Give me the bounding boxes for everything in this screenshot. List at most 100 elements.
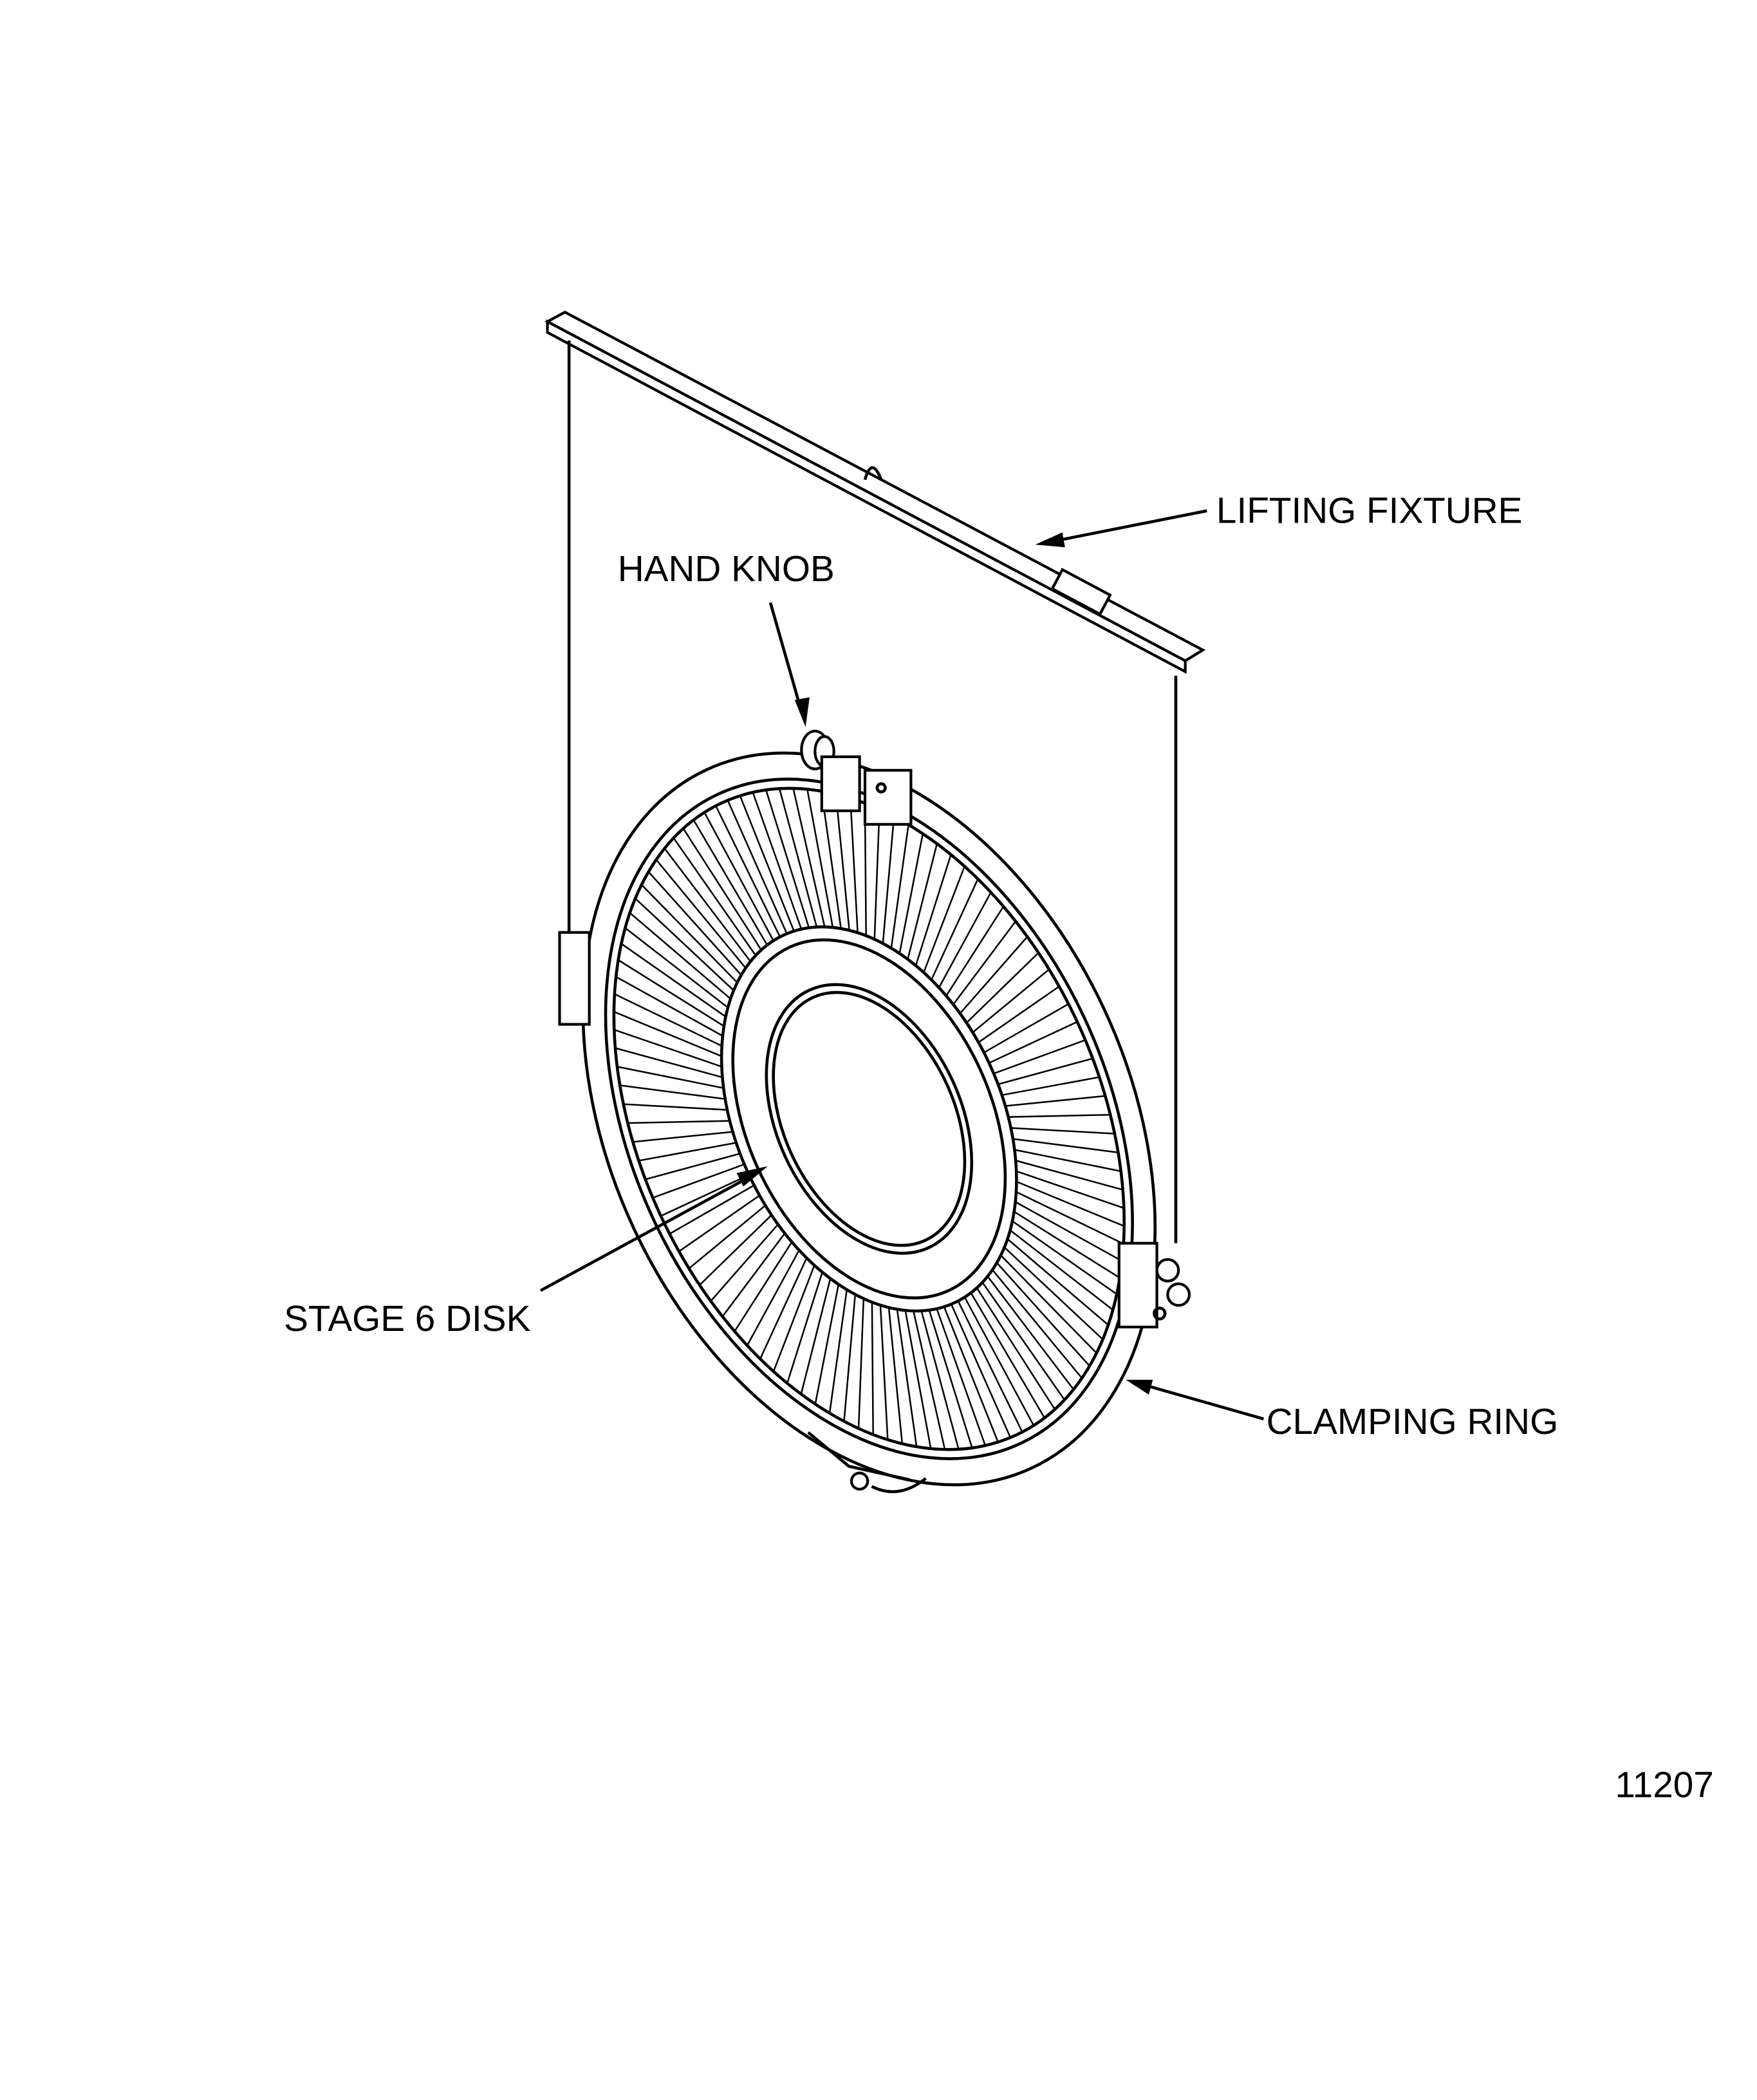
blade-line (615, 1047, 723, 1079)
blade-line (981, 1281, 1066, 1400)
blade-line (699, 1214, 772, 1286)
blade-line (814, 1284, 840, 1404)
leader-lines (539, 509, 1265, 1420)
bottom-clamp (807, 1431, 927, 1494)
blade-line (739, 795, 795, 932)
blade-line (963, 1296, 1035, 1426)
blade-line (1014, 1211, 1120, 1279)
blade-line (907, 843, 938, 960)
blade-line (617, 959, 725, 1027)
blade-line (624, 927, 729, 1008)
blade-line (904, 1310, 932, 1449)
blade-line (1016, 1180, 1125, 1227)
blade-line (850, 798, 859, 933)
blade-line (613, 1028, 722, 1068)
blade-line (673, 837, 757, 956)
blade-line (888, 1307, 904, 1444)
blade-line (710, 1223, 779, 1302)
blade-line (1003, 1247, 1104, 1341)
blade-line (792, 788, 826, 927)
blade-line (623, 1103, 727, 1111)
blade-line (772, 1265, 815, 1372)
blade-line (1008, 1113, 1111, 1118)
blade-line (936, 1308, 987, 1446)
blade-line (759, 1258, 808, 1359)
blade-line (721, 1232, 786, 1317)
blade-line (970, 1292, 1046, 1418)
lifting-fixture (544, 310, 1206, 674)
blade-line (703, 812, 774, 942)
blade-line (727, 799, 788, 934)
blade-line (959, 936, 1028, 1014)
blade-line (835, 794, 850, 931)
blade-line (1012, 1220, 1117, 1295)
blade-line (945, 906, 1005, 997)
blade-line (652, 1163, 745, 1199)
blade-line (993, 1039, 1086, 1075)
blade-line (998, 1057, 1093, 1085)
disk-blades (613, 788, 1125, 1450)
blade-line (913, 1310, 946, 1450)
top-clamp (820, 755, 913, 826)
blade-line (879, 1305, 889, 1440)
blade-line (983, 1003, 1069, 1054)
blade-line (976, 1287, 1055, 1410)
blade-line (629, 912, 731, 999)
blade-line (1000, 1254, 1097, 1354)
blade-line (873, 809, 880, 940)
blade-line (655, 859, 747, 969)
blade-line (1010, 1127, 1115, 1135)
blade-line (1016, 1191, 1124, 1245)
blade-line (615, 976, 723, 1037)
blade-line (965, 952, 1039, 1024)
blade-line (640, 884, 738, 983)
blade-line (669, 1184, 755, 1235)
blade-line (617, 1066, 724, 1089)
blade-line (635, 898, 734, 991)
blade-line (620, 943, 727, 1017)
blade-line (645, 1153, 741, 1180)
blade-line (996, 1262, 1090, 1367)
blade-line (613, 1010, 722, 1057)
blade-line (746, 1249, 800, 1346)
blade-line (752, 792, 803, 930)
blade-line (765, 790, 810, 928)
blade-line (614, 993, 723, 1047)
blade-line (957, 1300, 1023, 1433)
blade-line (664, 848, 752, 962)
blade-line (806, 789, 834, 928)
blade-line (715, 805, 781, 938)
blade-line (1005, 1095, 1106, 1107)
blade-line (931, 878, 979, 981)
blade-line (953, 920, 1017, 1005)
blade-line (786, 1272, 823, 1384)
blade-line (1001, 1076, 1100, 1096)
blade-line (1015, 1201, 1123, 1262)
stage-6-disk-assembly (581, 751, 1157, 1487)
blade-line (989, 1021, 1078, 1064)
blade-line (660, 1174, 750, 1217)
label-clamping-ring: CLAMPING RING (1267, 1402, 1559, 1442)
blade-line (928, 1310, 973, 1449)
right-clamp (1117, 1241, 1191, 1329)
blade-line (943, 1306, 999, 1443)
blade-line (857, 1298, 865, 1429)
blade-line (800, 1278, 832, 1395)
blade-line (1016, 1170, 1124, 1209)
blade-line (890, 824, 909, 949)
blade-line (1015, 1160, 1123, 1191)
left-clamp (558, 931, 591, 1026)
blade-line (688, 1204, 767, 1269)
blade-line (992, 1269, 1083, 1379)
blade-line (647, 871, 742, 976)
blade-line (734, 1241, 793, 1332)
blade-line (871, 1302, 874, 1435)
label-lifting-fixture: LIFTING FIXTURE (1216, 491, 1523, 532)
blade-line (978, 985, 1060, 1043)
blade-line (920, 1310, 960, 1450)
blade-line (1012, 1138, 1119, 1154)
blade-line (1007, 1238, 1109, 1326)
blade-line (923, 866, 965, 973)
label-hand-knob: HAND KNOB (618, 549, 835, 590)
blade-line (987, 1276, 1075, 1390)
